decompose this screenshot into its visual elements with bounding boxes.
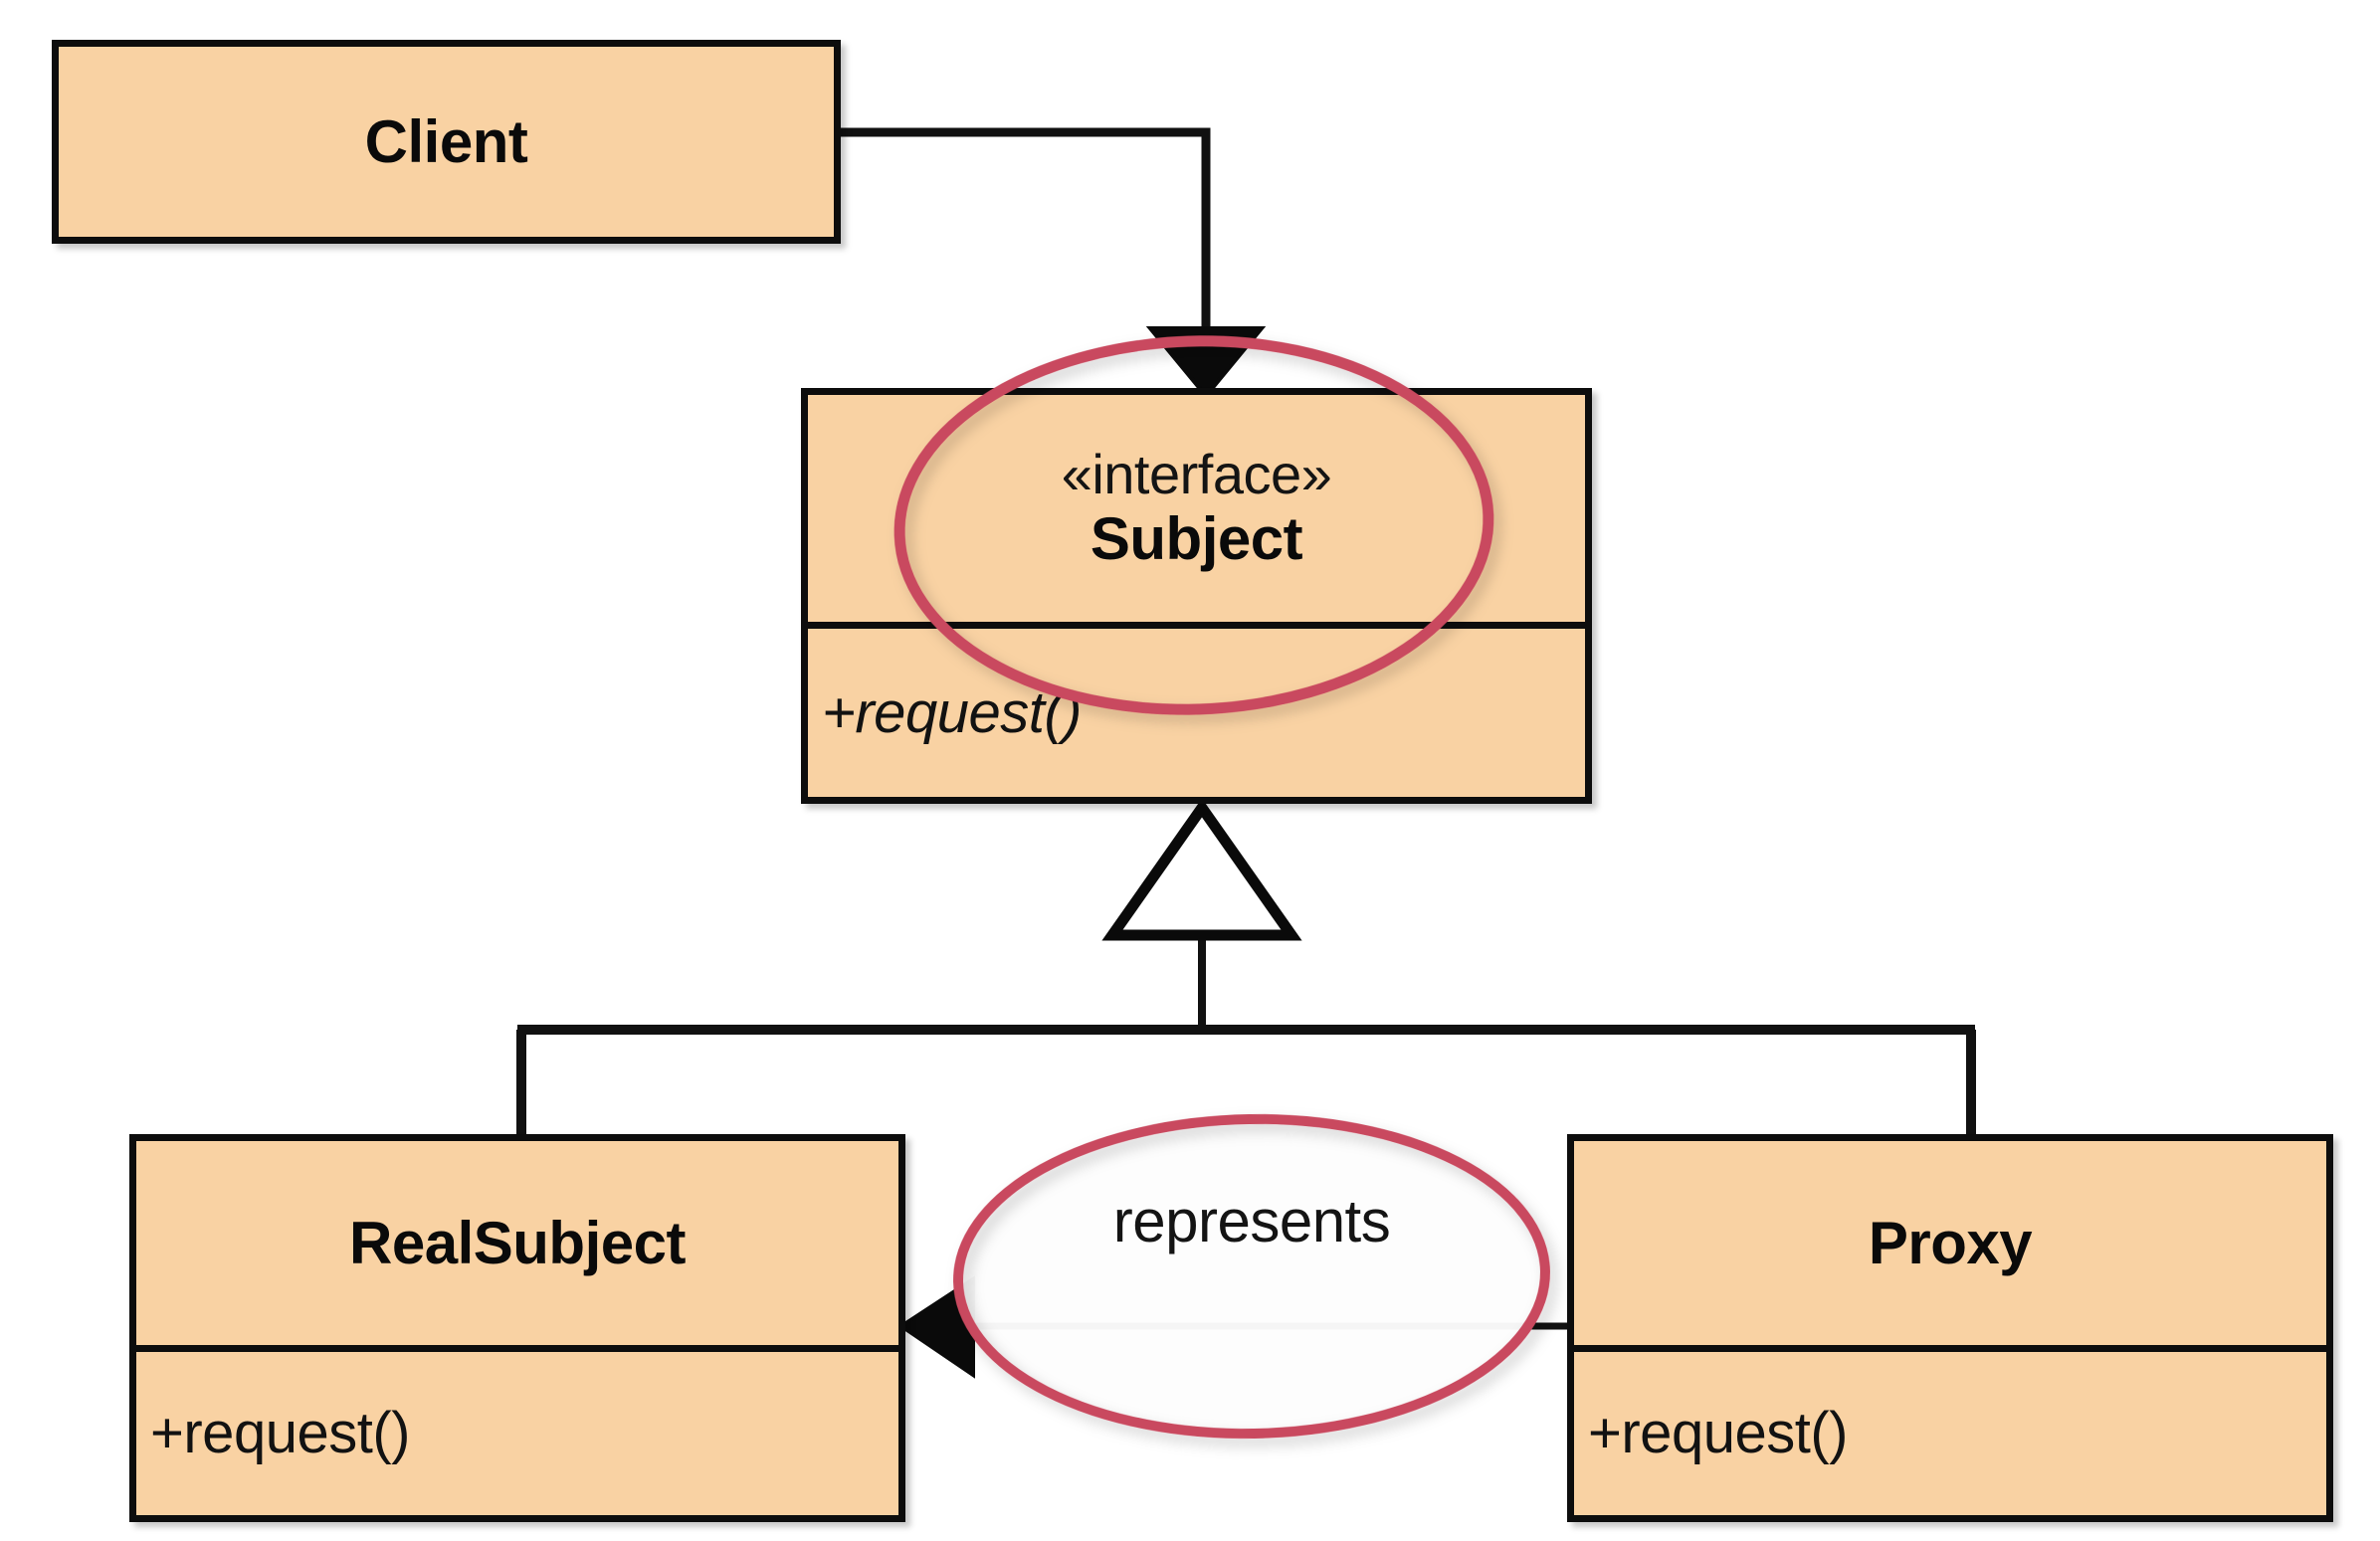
class-members-compartment-realsubject: +request() (136, 1345, 898, 1515)
class-members-compartment-subject: +request() (808, 622, 1585, 797)
class-name-realsubject: RealSubject (349, 1210, 686, 1276)
class-box-subject[interactable]: «interface» Subject +request() (801, 388, 1592, 804)
association-label-represents-wrapper: represents (958, 1166, 1545, 1275)
class-name-proxy: Proxy (1868, 1210, 2033, 1276)
edge-client-to-subject (841, 127, 1267, 400)
class-member-subject-request: +request() (822, 679, 1082, 745)
class-stereotype-subject: «interface» (1061, 442, 1332, 505)
class-title-compartment-client: Client (59, 47, 834, 237)
hollow-triangle-arrowhead-icon (1101, 798, 1302, 941)
class-box-proxy[interactable]: Proxy +request() (1567, 1134, 2333, 1522)
class-name-client: Client (364, 108, 528, 175)
association-label-represents-group (958, 1118, 1545, 1435)
edge-proxy-to-realsubject (897, 1275, 1570, 1379)
class-title-compartment-subject: «interface» Subject (808, 395, 1585, 622)
association-label-represents: represents (1112, 1187, 1391, 1254)
filled-triangle-arrowhead-icon (897, 1275, 975, 1379)
class-member-realsubject-request: +request() (150, 1401, 410, 1466)
class-box-realsubject[interactable]: RealSubject +request() (129, 1134, 905, 1522)
class-members-compartment-proxy: +request() (1574, 1345, 2326, 1515)
edge-generalization-bus (516, 798, 1976, 1137)
class-box-client[interactable]: Client (52, 40, 841, 244)
class-name-subject: Subject (1090, 505, 1303, 573)
annotation-ellipse-represents (953, 1113, 1550, 1440)
class-title-compartment-realsubject: RealSubject (136, 1141, 898, 1345)
class-member-proxy-request: +request() (1588, 1401, 1848, 1466)
filled-triangle-arrowhead-icon (1145, 326, 1267, 400)
class-title-compartment-proxy: Proxy (1574, 1141, 2326, 1345)
